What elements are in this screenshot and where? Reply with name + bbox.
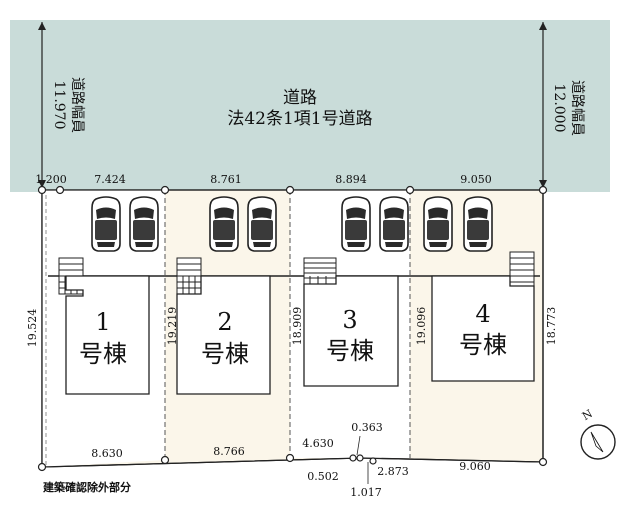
arrow-head	[539, 22, 547, 30]
building-4-label: 号棟	[459, 331, 507, 359]
rear-lot4-a: 2.873	[377, 465, 409, 478]
rear-lot1: 8.630	[91, 447, 123, 460]
car-icon	[209, 196, 239, 252]
frontage-lot2: 8.761	[210, 173, 242, 186]
car-icon	[463, 196, 493, 252]
building-1-number: 1	[95, 308, 110, 336]
frontage-lot3: 8.894	[335, 173, 367, 186]
rear-lot3-b: 0.363	[351, 421, 383, 434]
compass-label: N	[580, 407, 595, 423]
building-1: 1 号棟	[65, 275, 150, 395]
road-width-right: 道路幅員 12.000	[551, 80, 585, 136]
car-icon	[341, 196, 371, 252]
depth-left-edge: 19.524	[26, 309, 39, 348]
road-classification: 法42条1項1号道路	[227, 109, 372, 129]
car-icon	[247, 196, 277, 252]
road-name: 道路	[283, 88, 317, 108]
building-4-number: 4	[475, 300, 490, 328]
building-3-label: 号棟	[326, 337, 374, 365]
depth-right-edge: 18.773	[545, 307, 558, 346]
frontage-lot4: 9.050	[460, 173, 492, 186]
building-3: 3 号棟	[303, 275, 399, 387]
rear-lot4-b: 9.060	[459, 460, 491, 473]
stairs-icon	[176, 257, 202, 295]
car-icon	[379, 196, 409, 252]
leader-line	[356, 435, 361, 456]
site-outline	[41, 189, 544, 468]
car-icon	[91, 196, 121, 252]
building-2-number: 2	[217, 308, 232, 336]
road-area	[10, 20, 610, 192]
corner-markers-top	[37, 185, 548, 195]
frontage-corner-offset: 1.200	[35, 173, 67, 186]
stairs-icon	[509, 251, 535, 287]
road-width-right-value: 12.000	[551, 84, 567, 133]
exclusion-note: 建築確認除外部分	[43, 480, 131, 494]
depth-lot2-3: 18.909	[291, 307, 304, 346]
car-icon	[129, 196, 159, 252]
road-width-left: 道路幅員 11.970	[51, 77, 85, 133]
depth-lot3-4: 19.096	[415, 307, 428, 346]
arrow-head	[38, 180, 46, 188]
road-width-right-label: 道路幅員	[569, 80, 585, 136]
corner-markers-rear	[37, 453, 548, 472]
arrow-head	[38, 22, 46, 30]
top-margin	[0, 0, 620, 20]
depth-lot1-2: 19.219	[166, 307, 179, 346]
arrow-head	[539, 180, 547, 188]
rear-lot2: 8.766	[213, 445, 245, 458]
road-width-left-value: 11.970	[51, 81, 67, 130]
rear-lot3-d: 1.017	[350, 486, 382, 499]
building-3-number: 3	[342, 306, 357, 334]
stairs-icon	[303, 257, 337, 285]
car-icon	[423, 196, 453, 252]
compass-icon: N	[580, 407, 616, 460]
building-2: 2 号棟	[176, 275, 271, 395]
building-2-label: 号棟	[201, 340, 249, 368]
road-width-left-label: 道路幅員	[69, 77, 85, 133]
rear-lot3-a: 4.630	[302, 437, 334, 450]
building-4: 4 号棟	[431, 275, 535, 382]
frontage-lot1: 7.424	[94, 173, 126, 186]
rear-lot3-c: 0.502	[307, 470, 339, 483]
building-1-label: 号棟	[79, 340, 127, 368]
